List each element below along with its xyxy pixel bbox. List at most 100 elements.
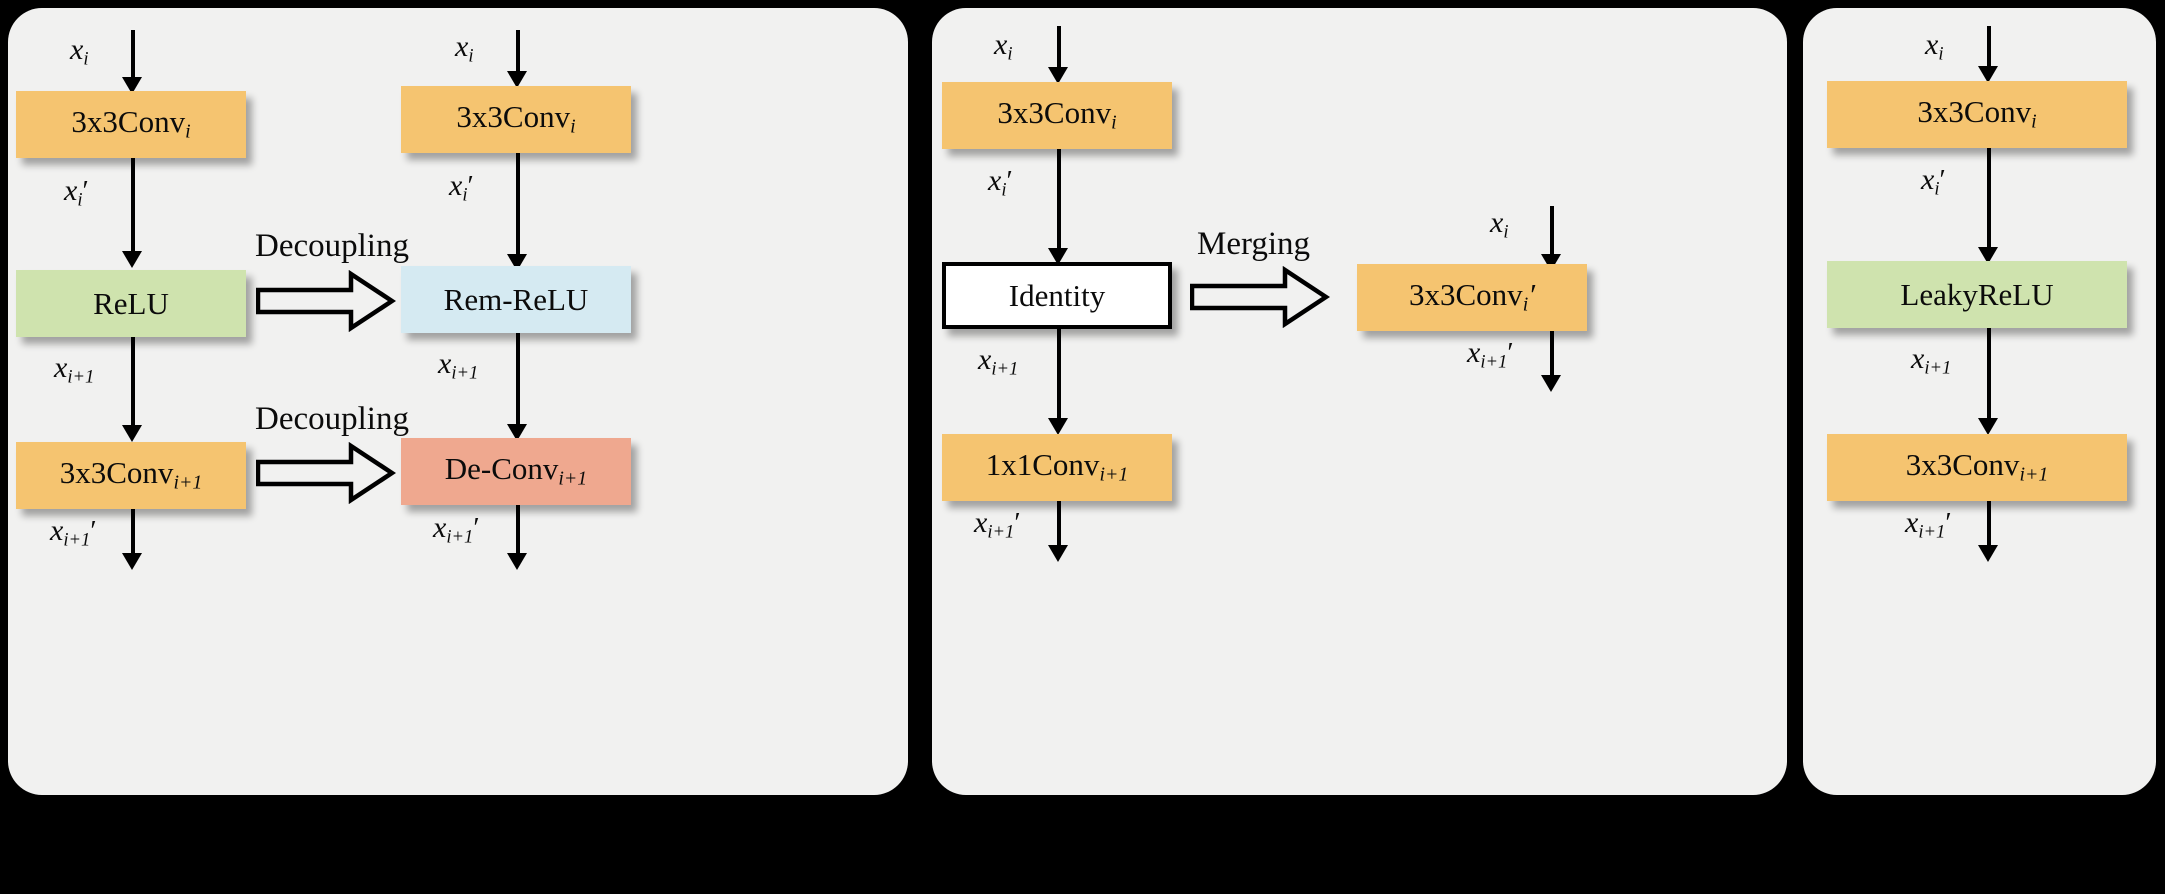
sym-x: x [50,514,64,547]
block-arrow-decoupling-1 [255,269,397,333]
sym-x: x [1905,506,1919,539]
edge-label-xiprime-p3: xi′ [1921,165,1946,199]
node-label-main: 3x3Conv [1917,94,2032,130]
sym-prime: ′ [1014,508,1021,539]
arrow-head-1-left-p2 [1048,248,1068,265]
node-label: 3x3Convi+1 [1906,449,2049,485]
arrow-line-1-left-p1 [131,158,135,255]
arrow-line-input-right-p1 [516,30,520,75]
arrow-head-1-p3 [1978,247,1998,264]
sym-sub: i [462,184,468,206]
edge-label-xi-left-p2: xi [994,30,1013,64]
arrow-line-out-right-p2 [1550,331,1554,379]
arrow-line-input-p3 [1987,26,1991,70]
sym-sub: i [1938,43,1944,65]
sym-x: x [433,511,447,544]
sym-sub: i+1 [446,526,474,548]
sym-x: x [1467,336,1481,369]
sym-sub: i [1001,179,1007,201]
edge-label-xi-right-p1: xi [455,32,474,66]
edge-label-xiprime-right-p1: xi′ [449,171,474,205]
sym-sub: i [1934,178,1940,200]
arrow-head-input-p3 [1978,66,1998,83]
node-3x3conv-i-left-p1: 3x3Convi [16,91,246,158]
sym-sub: i+1 [991,358,1019,380]
sym-x: x [1911,342,1925,375]
sym-sub: i [468,45,474,67]
sym-sub: i+1 [1924,357,1952,379]
node-label-main: 3x3Conv [456,99,571,135]
arrow-head-3-p3 [1978,545,1998,562]
edge-label-xip1-p3: xi+1 [1911,344,1951,378]
arrow-head-input-left-p1 [122,77,142,94]
panel-decoupling: xi 3x3Convi xi′ ReLU xi+1 3x3Convi+1 xi+… [8,8,908,795]
arrow-line-2-left-p2 [1057,329,1061,422]
arrow-line-2-left-p1 [131,337,135,429]
edge-label-xiprime-left-p1: xi′ [64,176,89,210]
node-3x3conv-i-p2: 3x3Convi [942,82,1172,149]
op-label-decoupling-1: Decoupling [255,228,409,264]
arrow-line-2-p3 [1987,328,1991,422]
node-label: De-Convi+1 [445,453,587,489]
node-3x3conv-ip1-p3: 3x3Convi+1 [1827,434,2127,501]
node-label-prime: ′ [1528,277,1535,313]
node-label: 3x3Convi [71,106,190,142]
node-leakyrelu-p3: LeakyReLU [1827,261,2127,328]
node-3x3conv-i-prime-p2: 3x3Convi′ [1357,264,1587,331]
sym-x: x [1925,28,1939,61]
arrow-head-2-p3 [1978,418,1998,435]
node-label-main: 3x3Conv [59,455,174,491]
node-label: 3x3Convi [997,97,1116,133]
sym-prime: ′ [467,171,474,202]
panel-leakyrelu: xi 3x3Convi xi′ LeakyReLU xi+1 3x3Convi+… [1803,8,2156,795]
sym-sub: i [83,48,89,70]
edge-label-xiprime-left-p2: xi′ [988,166,1013,200]
panel-merging: xi 3x3Convi xi′ Identity xi+1 1x1Convi+1… [932,8,1787,795]
sym-prime: ′ [82,176,89,207]
sym-x: x [54,351,68,384]
block-arrow-decoupling-2 [255,441,397,505]
op-label-decoupling-2: Decoupling [255,401,409,437]
sym-x: x [1490,206,1504,239]
edge-label-xi-p3: xi [1925,30,1944,64]
sym-sub: i [1007,43,1013,65]
sym-sub: i+1 [451,362,479,384]
sym-x: x [1921,163,1935,196]
sym-x: x [994,28,1008,61]
arrow-line-3-right-p1 [516,505,520,557]
arrow-line-1-p3 [1987,148,1991,251]
node-identity-p2: Identity [942,262,1172,329]
node-label-sub: i+1 [558,467,588,490]
sym-prime: ′ [1006,166,1013,197]
block-arrow-merging [1189,265,1331,329]
node-label-sub: i+1 [1099,463,1129,486]
arrow-line-1-right-p1 [516,153,520,258]
edge-label-xip1prime-right-p2: xi+1′ [1467,338,1514,372]
arrow-line-input-left-p2 [1057,26,1061,71]
arrow-line-1-left-p2 [1057,149,1061,252]
node-rem-relu-p1: Rem-ReLU [401,266,631,333]
edge-label-xi-left-p1: xi [70,35,89,69]
sym-sub: i [77,189,83,211]
sym-x: x [978,343,992,376]
sym-x: x [988,164,1002,197]
sym-sub: i [1503,221,1509,243]
node-3x3conv-i-right-p1: 3x3Convi [401,86,631,153]
edge-label-xip1prime-p3: xi+1′ [1905,508,1952,542]
node-label-main: 3x3Conv [997,95,1112,131]
node-label: 3x3Convi [1917,96,2036,132]
sym-prime: ′ [90,516,97,547]
edge-label-xip1prime-left-p2: xi+1′ [974,508,1021,542]
edge-label-xip1-left-p2: xi+1 [978,345,1018,379]
edge-label-xi-right-p2: xi [1490,208,1509,242]
node-label-sub: i+1 [2019,463,2049,486]
node-label-main: 1x1Conv [985,447,1100,483]
node-label-main: De-Conv [444,451,559,487]
arrow-head-2-left-p1 [122,425,142,442]
arrow-head-3-right-p1 [507,553,527,570]
arrow-line-input-left-p1 [131,30,135,82]
node-label-sub: i [1522,293,1529,316]
node-label-sub: i [570,115,576,138]
node-label-main: 3x3Conv [71,104,186,140]
arrow-line-input-right-p2 [1550,206,1554,258]
